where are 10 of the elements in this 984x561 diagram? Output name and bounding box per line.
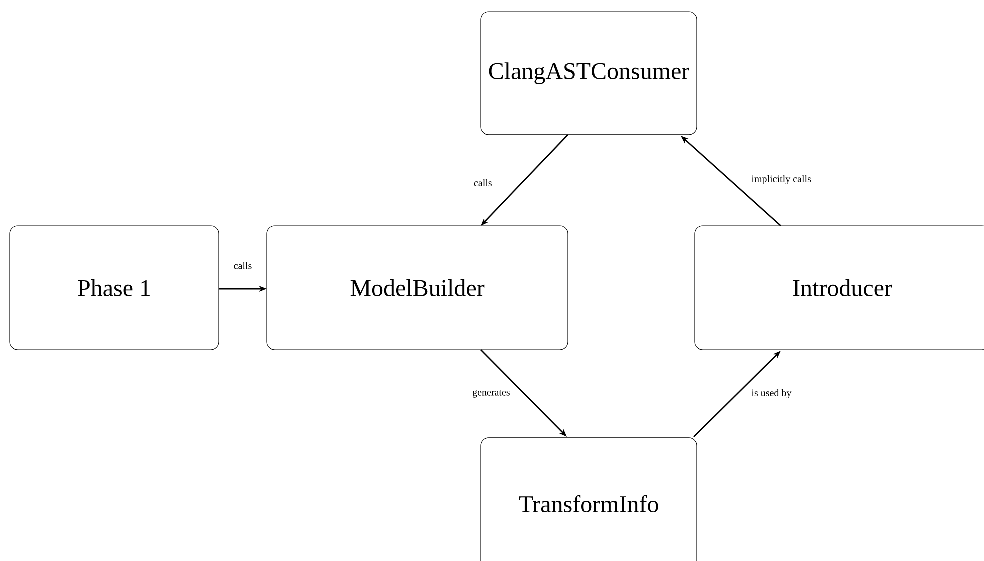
edge-label: calls — [232, 260, 254, 271]
process-box: ClangASTConsumer — [480, 12, 698, 136]
process-box: TransformInfo — [480, 438, 698, 561]
edge-label: implicitly calls — [750, 174, 813, 186]
process-box: Introducer — [694, 226, 984, 350]
edge-label: calls — [472, 178, 494, 188]
edge-label: generates — [471, 388, 512, 400]
edge-label: is used by — [750, 388, 794, 400]
process-box: Phase 1 — [10, 226, 220, 350]
process-box: ModelBuilder — [266, 226, 568, 350]
